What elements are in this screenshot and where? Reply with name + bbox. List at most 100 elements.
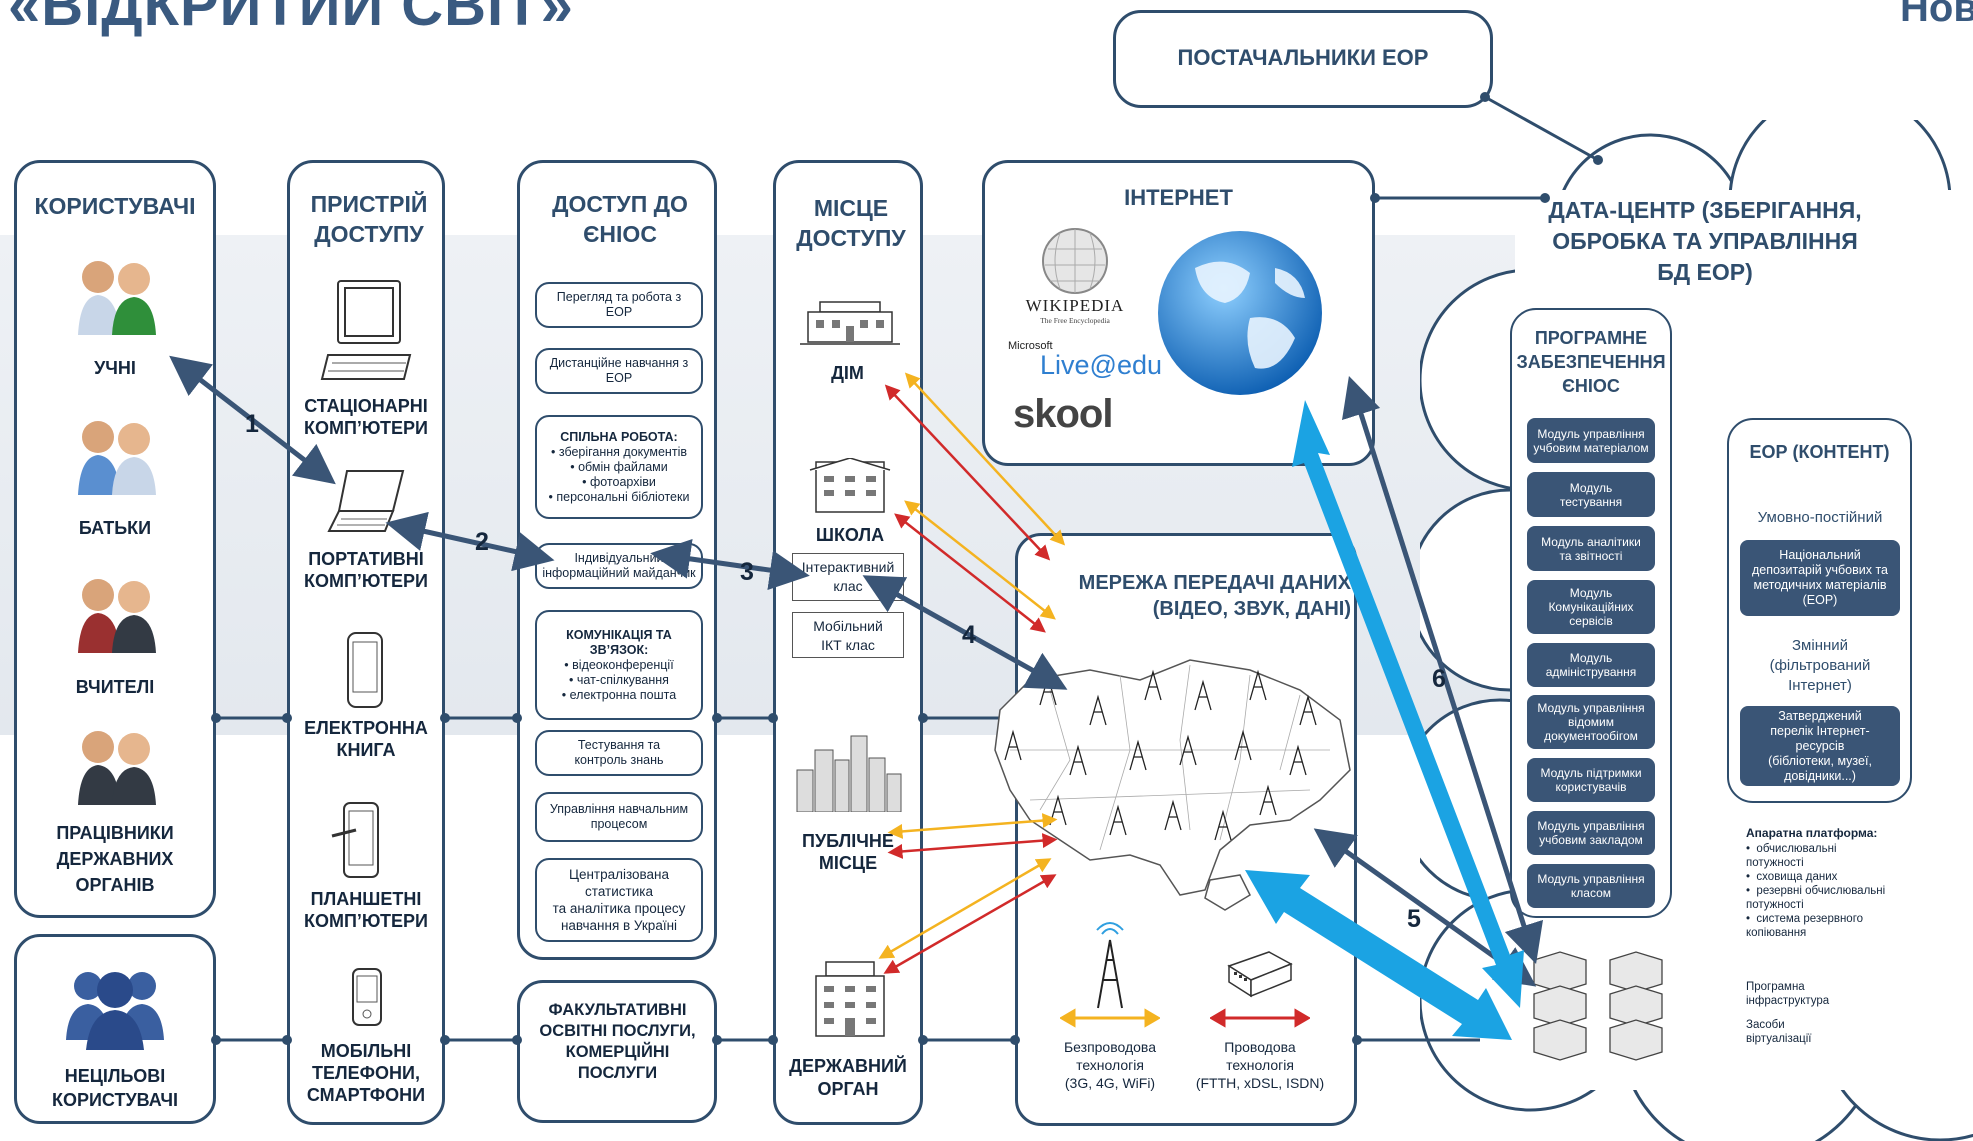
access-header: ДОСТУП ДО ЄНІОС bbox=[552, 191, 688, 247]
module-document-flow: Модуль управління відомим документообіго… bbox=[1527, 695, 1655, 749]
datacenter-header: ДАТА-ЦЕНТР (ЗБЕРІГАННЯ, ОБРОБКА ТА УПРАВ… bbox=[1548, 197, 1862, 285]
comm-item: • відеоконференції bbox=[564, 657, 674, 672]
comm-item: • чат-спілкування bbox=[569, 672, 669, 687]
parents-icon bbox=[78, 421, 156, 495]
arrow-label-5: 5 bbox=[1407, 905, 1421, 933]
places-header: МІСЦЕ ДОСТУПУ bbox=[796, 195, 906, 251]
ukraine-map-icon bbox=[994, 659, 1351, 911]
eor-header: ЕОР (КОНТЕНТ) bbox=[1749, 442, 1890, 462]
eor-permanent-box: Національний депозитарій учбових та мето… bbox=[1740, 540, 1900, 616]
module-analytics: Модуль аналітики та звітності bbox=[1527, 526, 1655, 571]
server-rack-icon bbox=[1533, 951, 1663, 1061]
access-collaboration: СПІЛЬНА РОБОТА: • зберігання документів … bbox=[535, 415, 703, 519]
module-testing: Модуль тестування bbox=[1527, 472, 1655, 517]
ebook-icon bbox=[347, 632, 383, 708]
optional-services: ФАКУЛЬТАТИВНІ ОСВІТНІ ПОСЛУГИ, КОМЕРЦІЙН… bbox=[539, 1001, 696, 1082]
providers-label: ПОСТАЧАЛЬНИКИ ЕОР bbox=[1177, 45, 1429, 70]
module-administration: Модуль адміністрування bbox=[1527, 643, 1655, 687]
wikipedia-subtitle: The Free Encyclopedia bbox=[1040, 316, 1110, 325]
teachers-icon bbox=[78, 579, 156, 653]
government-building-icon bbox=[815, 961, 885, 1037]
module-institution: Модуль управління учбовим закладом bbox=[1527, 811, 1655, 855]
wikipedia-logo: WIKIPEDIA bbox=[1025, 296, 1125, 315]
user-teachers: ВЧИТЕЛІ bbox=[75, 677, 155, 697]
wireless-legend: Безпроводова технологія (3G, 4G, WiFi) bbox=[1063, 1039, 1157, 1091]
access-communication: КОМУНІКАЦІЯ ТА ЗВ’ЯЗОК: • відеоконференц… bbox=[535, 610, 703, 720]
place-school: ШКОЛА bbox=[815, 525, 885, 545]
wireless-arrows bbox=[878, 372, 1066, 959]
place-home: ДІМ bbox=[831, 363, 864, 383]
comm-item: • електронна пошта bbox=[561, 687, 677, 702]
hardware-item: • обчислювальні потужності bbox=[1746, 843, 1837, 869]
school-icon bbox=[809, 458, 891, 513]
wired-arrows bbox=[883, 384, 1058, 974]
home-icon bbox=[800, 301, 900, 345]
wired-legend-arrow bbox=[1210, 1008, 1310, 1028]
module-content: Модуль управління учбовим матеріалом bbox=[1527, 418, 1655, 463]
students-icon bbox=[78, 261, 156, 335]
collab-item: • зберігання документів bbox=[551, 444, 687, 459]
module-class: Модуль управління класом bbox=[1527, 864, 1655, 908]
place-government: ДЕРЖАВНИЙ ОРГАН bbox=[789, 1056, 907, 1099]
access-management: Управління навчальним процесом bbox=[535, 792, 703, 842]
eor-permanent-label: Умовно-постійний bbox=[1757, 509, 1883, 526]
arrow-3 bbox=[650, 539, 810, 590]
device-ebook: ЕЛЕКТРОННА КНИГА bbox=[304, 718, 428, 760]
arrow-6 bbox=[1342, 375, 1543, 965]
network-switch-icon bbox=[1227, 951, 1293, 998]
globe-icon bbox=[1158, 231, 1322, 395]
module-support: Модуль підтримки користувачів bbox=[1527, 758, 1655, 802]
users-header: КОРИСТУВАЧІ bbox=[34, 193, 196, 219]
access-statistics: Централізована статистика та аналітика п… bbox=[535, 858, 703, 942]
software-header: ПРОГРАМНЕ ЗАБЕЗПЕЧЕННЯ ЄНІОС bbox=[1516, 328, 1666, 396]
user-non-target: НЕЦІЛЬОВІ КОРИСТУВАЧІ bbox=[51, 1066, 179, 1110]
optional-services-box bbox=[517, 980, 717, 1123]
collab-item: • персональні бібліотеки bbox=[548, 489, 690, 504]
hardware-item: • сховища даних bbox=[1746, 871, 1838, 883]
tower-icons bbox=[1004, 669, 1317, 841]
arrow-label-1: 1 bbox=[245, 410, 259, 438]
non-target-users-icon bbox=[66, 972, 164, 1050]
arrow-label-6: 6 bbox=[1432, 665, 1446, 693]
microsoft-logo: Microsoft bbox=[1008, 340, 1053, 352]
hardware-item: • резервні обчислювальні потужності bbox=[1746, 885, 1886, 911]
wikipedia-globe-icon bbox=[1042, 228, 1108, 294]
eor-variable-box: Затверджений перелік Інтернет-ресурсів (… bbox=[1740, 706, 1900, 786]
arrow-label-3: 3 bbox=[740, 558, 754, 586]
place-public: ПУБЛІЧНЕ МІСЦЕ bbox=[802, 831, 894, 873]
arrow-label-4: 4 bbox=[962, 621, 976, 649]
city-icon bbox=[796, 735, 902, 812]
desktop-computer-icon bbox=[320, 280, 412, 380]
program-infrastructure: Програмна інфраструктура bbox=[1746, 981, 1830, 1007]
wireless-tower-icon bbox=[1096, 922, 1124, 1009]
tablet-icon bbox=[331, 802, 379, 878]
comm-title: КОМУНІКАЦІЯ ТА ЗВ’ЯЗОК: bbox=[566, 627, 672, 657]
hardware-title: Апаратна платформа: bbox=[1746, 826, 1878, 840]
internet-header: ІНТЕРНЕТ bbox=[1124, 185, 1233, 210]
collab-title: СПІЛЬНА РОБОТА: bbox=[560, 429, 678, 444]
officials-icon bbox=[78, 731, 156, 805]
big-blue-arrows bbox=[1245, 400, 1524, 1040]
wired-legend: Проводова технологія (FTTH, xDSL, ISDN) bbox=[1195, 1039, 1325, 1091]
arrow-2 bbox=[385, 511, 555, 572]
mobile-phone-icon bbox=[352, 968, 382, 1026]
device-tablet: ПЛАНШЕТНІ КОМП’ЮТЕРИ bbox=[304, 889, 428, 931]
collab-item: • фотоархіви bbox=[582, 474, 656, 489]
user-parents: БАТЬКИ bbox=[78, 518, 152, 538]
wireless-legend-arrow bbox=[1060, 1008, 1160, 1028]
page-title: «ВІДКРИТИЙ СВІТ» bbox=[8, 0, 574, 38]
hardware-item: • система резервного копіювання bbox=[1746, 913, 1864, 939]
network-header: МЕРЕЖА ПЕРЕДАЧІ ДАНИХ (ВІДЕО, ЗВУК, ДАНІ… bbox=[1078, 572, 1351, 620]
access-distance-learning: Дистанційне навчання з ЕОР bbox=[535, 348, 703, 394]
user-officials: ПРАЦІВНИКИ ДЕРЖАВНИХ ОРГАНІВ bbox=[56, 823, 174, 895]
hardware-list: • обчислювальні потужності • сховища дан… bbox=[1746, 842, 1896, 940]
access-view-eor: Перегляд та робота з ЕОР bbox=[535, 282, 703, 328]
arrow-1 bbox=[169, 355, 336, 485]
access-testing: Тестування та контроль знань bbox=[535, 730, 703, 776]
virtualization: Засоби віртуалізації bbox=[1746, 1019, 1812, 1045]
laptop-icon bbox=[327, 470, 405, 532]
module-communications: Модуль Комунікаційних сервісів bbox=[1527, 580, 1655, 634]
device-mobile: МОБІЛЬНІ ТЕЛЕФОНИ, СМАРТФОНИ bbox=[306, 1041, 426, 1105]
